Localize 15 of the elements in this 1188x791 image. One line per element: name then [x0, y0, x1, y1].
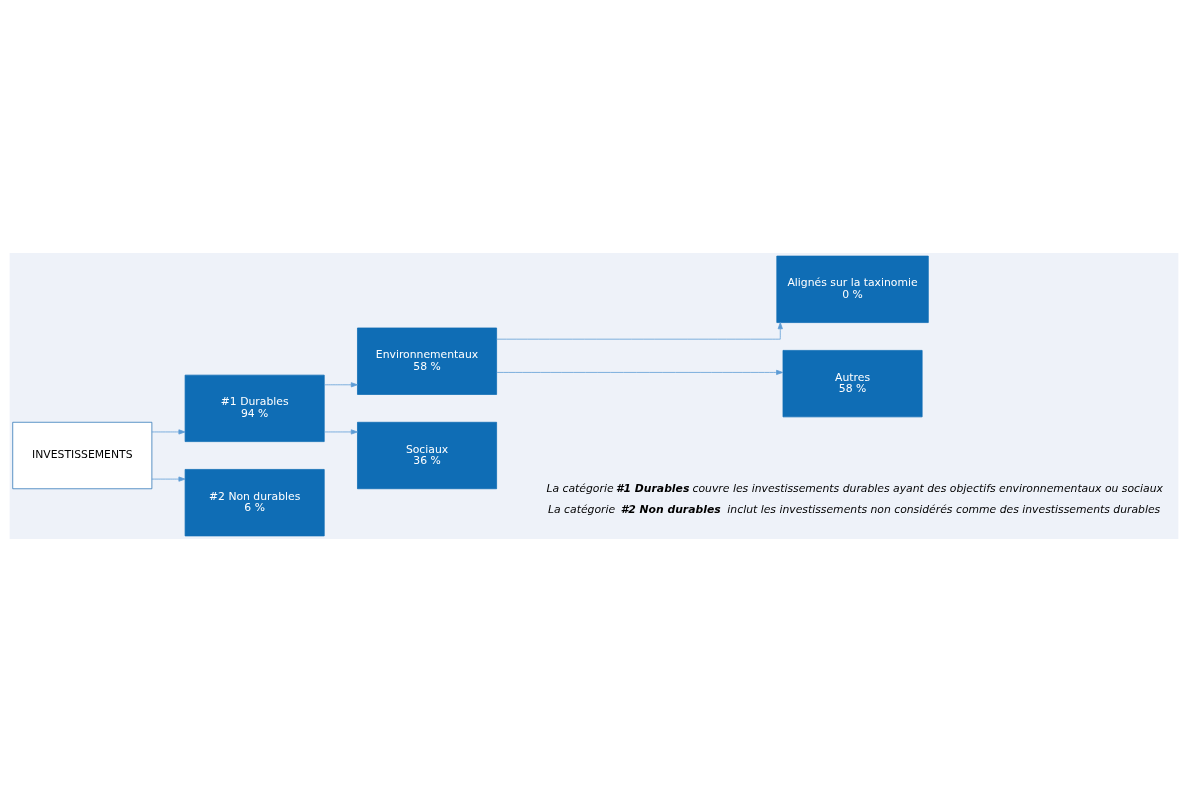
node-box: #2 Non durables 6 % — [184, 468, 325, 536]
arrow — [323, 381, 358, 387]
arrow — [151, 476, 186, 482]
node-box: Autres 58 % — [782, 349, 923, 417]
node-box: Alignés sur la taxinomie 0 % — [776, 255, 929, 323]
arrow — [151, 428, 186, 434]
node-box: Environnementaux 58 % — [357, 327, 497, 395]
node-box: #1 Durables 94 % — [184, 374, 325, 442]
label: La catégorie #2 Non durables inclut les investissements non considérés comme des investissements durables — [548, 502, 1161, 516]
arrow — [496, 369, 784, 375]
arrow — [496, 321, 783, 340]
arrow — [323, 428, 358, 434]
node-box: Sociaux 36 % — [357, 421, 497, 489]
node-box: INVESTISSEMENTS — [12, 421, 153, 489]
label: La catégorie #1 Durables couvre les investissements durables ayant des objectifs environnementaux ou sociaux — [546, 481, 1163, 495]
